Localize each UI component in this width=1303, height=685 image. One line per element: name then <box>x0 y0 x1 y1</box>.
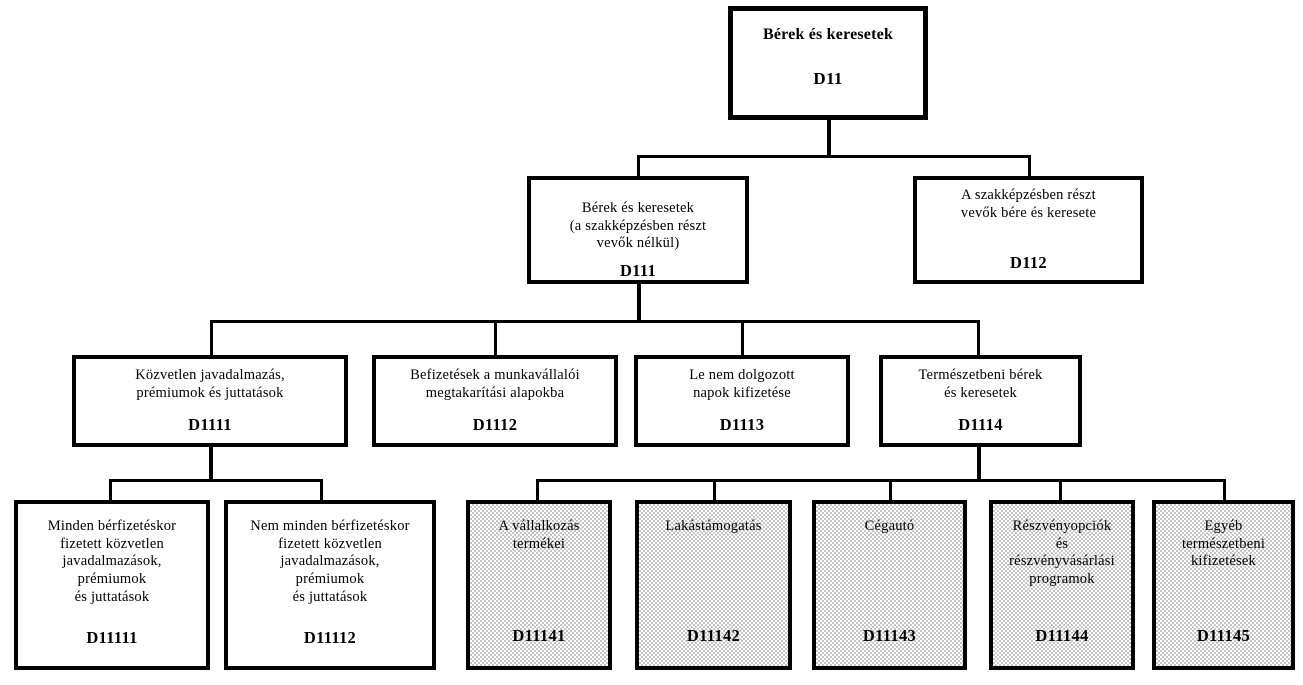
node-d11143-code: D11143 <box>862 626 917 645</box>
node-d1112[interactable]: Befizetések a munkavállalói megtakarítás… <box>372 355 618 447</box>
connector-drop-d11142 <box>713 479 716 501</box>
connector-d11-stem <box>827 118 831 158</box>
connector-drop-d11112 <box>320 479 323 501</box>
node-d11142[interactable]: Lakástámogatás D11142 <box>635 500 792 670</box>
node-d11144-title: Részvényopciók és részvényvásárlási prog… <box>1009 518 1115 588</box>
node-d112-code: D112 <box>1010 252 1047 272</box>
node-d112[interactable]: A szakképzésben részt vevők bére és kere… <box>913 176 1144 284</box>
node-d11144-code: D11144 <box>1035 626 1089 645</box>
node-d1114-title: Természetbeni bérek és keresetek <box>918 367 1043 401</box>
connector-drop-d11143 <box>889 479 892 501</box>
node-d11145-title: Egyéb természetbeni kifizetések <box>1181 518 1266 570</box>
node-d11145-code: D11145 <box>1196 626 1251 645</box>
node-d1113[interactable]: Le nem dolgozott napok kifizetése D1113 <box>634 355 850 447</box>
connector-level4-left-bus <box>109 479 323 482</box>
connector-d111-stem <box>637 281 641 323</box>
connector-d1111-stem <box>209 447 213 482</box>
node-d11141-title: A vállalkozás termékei <box>498 518 580 552</box>
connector-level2-bus <box>637 155 1031 158</box>
node-d1114[interactable]: Természetbeni bérek és keresetek D1114 <box>879 355 1082 447</box>
node-d1111[interactable]: Közvetlen javadalmazás, prémiumok és jut… <box>72 355 348 447</box>
node-d11141[interactable]: A vállalkozás termékei D11141 <box>466 500 612 670</box>
node-d111-code: D111 <box>619 261 657 281</box>
node-d1113-code: D1113 <box>719 414 765 434</box>
node-d11[interactable]: Bérek és keresetek D11 <box>728 6 928 120</box>
connector-level4-right-bus <box>536 479 1226 482</box>
node-d111-title: Bérek és keresetek (a szakképzésben rész… <box>569 200 707 252</box>
node-d11142-code: D11142 <box>686 626 741 645</box>
node-d1112-code: D1112 <box>472 414 518 434</box>
node-d11112-code: D11112 <box>303 628 357 647</box>
node-d11-title: Bérek és keresetek <box>762 26 894 43</box>
node-d1111-title: Közvetlen javadalmazás, prémiumok és jut… <box>135 367 285 401</box>
connector-drop-d1114 <box>977 320 980 357</box>
node-d11111[interactable]: Minden bérfizetéskor fizetett közvetlen … <box>14 500 210 670</box>
connector-drop-d11111 <box>109 479 112 501</box>
connector-drop-d111 <box>637 155 640 177</box>
connector-level3-bus <box>210 320 980 323</box>
node-d11-code: D11 <box>813 68 843 88</box>
node-d112-title: A szakképzésben részt vevők bére és kere… <box>960 187 1097 221</box>
node-d11111-title: Minden bérfizetéskor fizetett közvetlen … <box>47 518 177 605</box>
node-d111[interactable]: Bérek és keresetek (a szakképzésben rész… <box>527 176 749 284</box>
connector-drop-d11141 <box>536 479 539 501</box>
connector-drop-d1111 <box>210 320 213 357</box>
connector-drop-d112 <box>1028 155 1031 177</box>
node-d11141-code: D11141 <box>512 626 566 645</box>
node-d1114-code: D1114 <box>958 414 1003 434</box>
connector-drop-d1112 <box>494 320 497 357</box>
connector-drop-d11145 <box>1223 479 1226 501</box>
connector-drop-d11144 <box>1059 479 1062 501</box>
node-d11145[interactable]: Egyéb természetbeni kifizetések D11145 <box>1152 500 1295 670</box>
node-d1111-code: D1111 <box>188 414 232 434</box>
node-d11111-code: D11111 <box>86 628 138 647</box>
node-d11112[interactable]: Nem minden bérfizetéskor fizetett közvet… <box>224 500 436 670</box>
node-d11143-title: Cégautó <box>864 518 915 534</box>
node-d11144[interactable]: Részvényopciók és részvényvásárlási prog… <box>989 500 1135 670</box>
node-d11143[interactable]: Cégautó D11143 <box>812 500 967 670</box>
connector-d1114-stem <box>977 447 981 482</box>
node-d1112-title: Befizetések a munkavállalói megtakarítás… <box>410 367 580 401</box>
node-d11142-title: Lakástámogatás <box>665 518 762 534</box>
node-d11112-title: Nem minden bérfizetéskor fizetett közvet… <box>250 518 410 605</box>
node-d1113-title: Le nem dolgozott napok kifizetése <box>689 367 795 401</box>
connector-drop-d1113 <box>741 320 744 357</box>
